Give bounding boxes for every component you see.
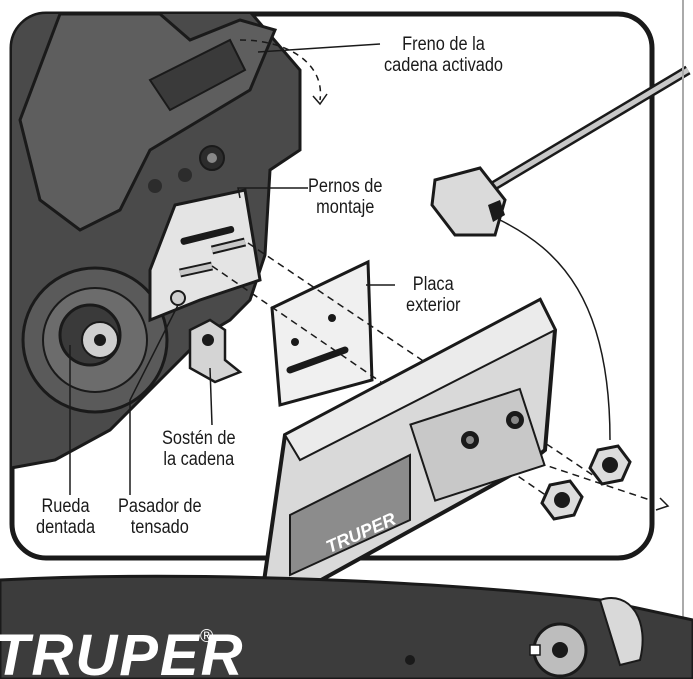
- sprocket-gear: [58, 303, 122, 367]
- mounting-bolts: [179, 237, 247, 278]
- socket-wrench: [430, 65, 691, 237]
- label-sprocket: Rueda dentada: [36, 496, 96, 538]
- tension-pin: [170, 290, 186, 306]
- guide-bar: [0, 574, 693, 679]
- cover-logo-panel: [289, 453, 411, 577]
- label-chain-brake: Freno de la cadena activado: [384, 34, 504, 76]
- bar-logo-registered: ®: [200, 626, 213, 646]
- inner-mount-plate: [148, 188, 262, 323]
- label-mounting-bolts: Pernos de montaje: [308, 176, 383, 218]
- mounting-nuts: [540, 444, 632, 521]
- bar-logo-text: TRUPER: [0, 623, 244, 679]
- label-chain-catcher: Sostén de la cadena: [162, 428, 236, 470]
- sprocket-cover: [247, 297, 558, 679]
- label-tension-pin: Pasador de tensado: [118, 496, 202, 538]
- label-outer-plate: Placa exterior: [406, 274, 461, 316]
- chain-catcher: [188, 318, 243, 384]
